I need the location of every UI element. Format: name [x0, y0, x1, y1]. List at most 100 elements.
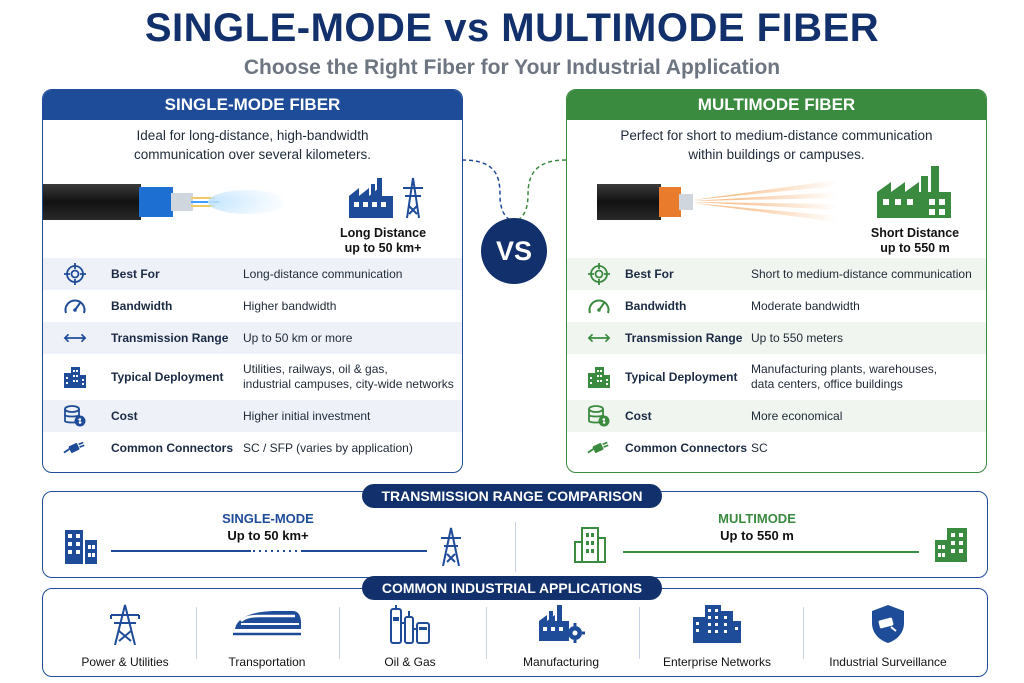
range-comparison-title: TRANSMISSION RANGE COMPARISON — [362, 484, 662, 508]
spec-value-line1: Manufacturing plants, warehouses, — [751, 362, 938, 376]
application-item: Power & Utilities — [55, 603, 195, 673]
spec-value: SC — [751, 441, 768, 456]
multimode-header: MULTIMODE FIBER — [567, 90, 986, 120]
mm-range-building-left-icon — [574, 527, 606, 563]
spec-value: More economical — [751, 409, 842, 424]
spec-value: Manufacturing plants, warehouses,data ce… — [751, 362, 937, 392]
range-comparison-section: SINGLE-MODE Up to 50 km+ MULTIMODE Up to… — [42, 491, 988, 578]
mm-range-line — [623, 551, 919, 553]
double-arrow-icon — [63, 326, 87, 350]
single-mode-distance-line2: up to 50 km+ — [344, 241, 422, 255]
application-divider — [639, 607, 640, 659]
target-icon — [63, 262, 87, 286]
application-divider — [485, 607, 487, 659]
spec-row: Bandwidth Moderate bandwidth — [567, 290, 986, 322]
factory-icon — [877, 166, 951, 218]
spec-value: SC / SFP (varies by application) — [243, 441, 413, 456]
multimode-spec-table: Best For Short to medium-distance communi… — [567, 258, 986, 464]
factory-gear-icon — [537, 603, 585, 646]
spec-value: Long-distance communication — [243, 267, 402, 282]
refinery-icon — [387, 603, 433, 648]
spec-value-line1: Utilities, railways, oil & gas, — [243, 362, 388, 376]
factory-tower-icon — [349, 177, 423, 219]
page-title: SINGLE-MODE vs MULTIMODE FIBER — [144, 6, 880, 50]
application-divider — [338, 607, 340, 659]
gauge-icon — [63, 294, 87, 318]
spec-row: Transmission Range Up to 550 meters — [567, 322, 986, 354]
page-subtitle: Choose the Right Fiber for Your Industri… — [243, 56, 781, 79]
coins-icon — [63, 404, 87, 428]
multimode-description: Perfect for short to medium-distance com… — [567, 126, 986, 164]
application-label: Oil & Gas — [384, 655, 436, 669]
spec-label: Typical Deployment — [111, 370, 224, 384]
spec-value: Up to 50 km or more — [243, 331, 352, 346]
spec-row: Cost Higher initial investment — [43, 400, 462, 432]
spec-value-line1: Higher bandwidth — [243, 298, 337, 313]
multimode-desc-line1: Perfect for short to medium-distance com… — [620, 128, 933, 143]
applications-title: COMMON INDUSTRIAL APPLICATIONS — [362, 576, 662, 600]
spec-value: Up to 550 meters — [751, 331, 843, 346]
connector-icon — [63, 436, 87, 460]
sm-range-value: Up to 50 km+ — [227, 528, 309, 543]
application-label: Power & Utilities — [81, 655, 169, 669]
application-label: Industrial Surveillance — [829, 655, 947, 669]
sm-range-tower-icon — [441, 527, 461, 566]
mm-range-value: Up to 550 m — [720, 528, 794, 543]
range-divider — [515, 522, 516, 572]
spec-value-line1: Long-distance communication — [243, 266, 403, 281]
vs-badge: VS — [481, 218, 547, 284]
application-item: Enterprise Networks — [642, 603, 792, 673]
sm-range-title: SINGLE-MODE — [222, 511, 314, 526]
application-label: Manufacturing — [522, 655, 600, 669]
spec-value: Higher initial investment — [243, 409, 370, 424]
spec-value-line1: Higher initial investment — [243, 408, 371, 423]
spec-row: Transmission Range Up to 50 km or more — [43, 322, 462, 354]
office-buildings-icon — [691, 603, 743, 646]
spec-value-line1: Short to medium-distance communication — [751, 266, 972, 281]
application-item: Transportation — [202, 603, 332, 673]
spec-label: Bandwidth — [625, 299, 687, 313]
double-arrow-icon — [587, 326, 611, 350]
application-label: Transportation — [228, 655, 306, 669]
mm-range-label: MULTIMODE Up to 550 m — [687, 510, 827, 544]
sm-range-line — [111, 550, 427, 552]
spec-label: Best For — [625, 267, 674, 281]
spec-value: Utilities, railways, oil & gas,industria… — [243, 362, 454, 392]
single-mode-header: SINGLE-MODE FIBER — [43, 90, 462, 120]
connector-icon — [587, 436, 611, 460]
target-icon — [587, 262, 611, 286]
multimode-distance: Short Distance up to 550 m — [865, 226, 965, 256]
spec-value-line1: More economical — [751, 408, 843, 423]
spec-label: Common Connectors — [625, 441, 748, 455]
application-divider — [802, 607, 804, 659]
spec-value: Moderate bandwidth — [751, 299, 860, 314]
multimode-distance-line1: Short Distance — [870, 226, 960, 240]
mm-range-building-right-icon — [935, 528, 967, 562]
application-divider — [196, 607, 197, 659]
spec-label: Cost — [111, 409, 138, 423]
single-mode-desc-line2: communication over several kilometers. — [133, 147, 372, 162]
single-mode-cable-image — [43, 184, 283, 220]
multimode-panel: MULTIMODE FIBER Perfect for short to med… — [566, 89, 987, 473]
buildings-icon — [587, 365, 611, 389]
spec-label: Transmission Range — [625, 331, 743, 345]
spec-label: Cost — [625, 409, 652, 423]
multimode-cable-image — [597, 180, 837, 222]
single-mode-desc-line1: Ideal for long-distance, high-bandwidth — [136, 128, 369, 143]
multimode-distance-line2: up to 550 m — [880, 241, 950, 255]
spec-label: Best For — [111, 267, 160, 281]
application-item: Oil & Gas — [360, 603, 460, 673]
spec-label: Transmission Range — [111, 331, 229, 345]
gauge-icon — [587, 294, 611, 318]
spec-label: Typical Deployment — [625, 370, 738, 384]
train-icon — [231, 603, 303, 642]
applications-section: Power & Utilities Transportation Oil & Gas… — [42, 588, 988, 677]
application-item: Industrial Surveillance — [803, 603, 973, 673]
mm-range-title: MULTIMODE — [718, 511, 796, 526]
vs-connector-lines — [461, 159, 567, 221]
spec-value-line1: Moderate bandwidth — [751, 298, 860, 313]
spec-value-line1: SC / SFP (varies by application) — [243, 440, 413, 455]
single-mode-panel: SINGLE-MODE FIBER Ideal for long-distanc… — [42, 89, 463, 473]
